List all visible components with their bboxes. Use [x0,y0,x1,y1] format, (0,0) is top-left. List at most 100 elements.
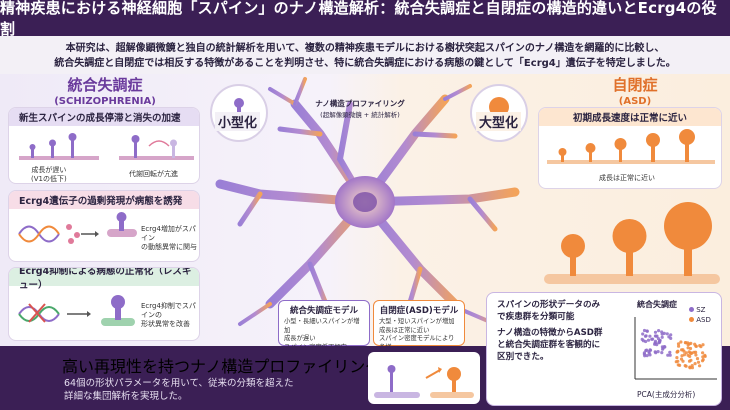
pca-point-sz [648,334,652,338]
pca-point-sz [660,335,664,339]
pca-point-asd [689,358,693,362]
pca-point-asd [696,360,701,364]
asd-model-line-2: 成長は正常に近い [379,326,430,334]
footer-line-1: 64個の形状パラメータを用いて、従来の分類を超えた [64,378,294,389]
asd-title: 自閉症 (ASD) [585,74,685,107]
pca-point-sz [647,350,651,354]
pca-point-asd [701,355,705,359]
pca-point-asd [701,343,705,347]
sz-ecrg4-caption-2: の動態異常に関与 [141,243,197,251]
pca-point-sz [668,353,672,357]
sz-growth-illustration [19,133,194,160]
footer-text: 64個の形状パラメータを用いて、従来の分類を超えた 詳細な集団解析を実現した。 [64,377,294,403]
pca-point-sz [660,351,664,355]
pca-point-sz [661,346,665,350]
pca-point-asd [686,341,690,345]
pca-point-asd [683,364,687,368]
pca-point-asd [678,363,682,367]
asd-large-spines [544,202,720,284]
pca-point-asd [693,362,697,366]
schizophrenia-title: 統合失調症 (SCHIZOPHRENIA) [20,74,190,107]
legend-asd: ASD [689,315,711,325]
sz-panel-rescue: Ecrg4抑制による病態の正常化（レスキュー） Ecrg4抑制でスパインの 形状… [8,267,200,341]
pca-point-sz [641,332,645,336]
pca-point-sz [666,353,670,357]
ecrg4-overexpression-illustration [18,212,137,244]
asd-title-en: (ASD) [618,96,652,107]
sz-model-box: 統合失調症モデル 小型・長細いスパインが増加 成長が遅い スパイン密度低下傾向 [278,300,370,351]
legend-sz: SZ [689,305,711,315]
pca-point-sz [643,354,647,358]
pca-point-sz [644,334,648,338]
pca-point-sz [665,332,669,336]
asd-panel-growth: 初期成長速度は正常に近い 成長は正常に近い [538,107,722,189]
pca-scatter [634,317,717,380]
intro-text: 本研究は、超解像顕微鏡と独自の統計解析を用いて、複数の精神疾患モデルにおける樹状… [12,41,718,71]
pca-point-asd [682,349,686,353]
asd-model-line-1: 大型・短いスパインが増加 [379,318,455,325]
pca-point-sz [668,350,672,354]
sz-rescue-caption: Ecrg4抑制でスパインの 形状異常を改善 [141,302,199,329]
pca-point-asd [677,344,681,348]
pca-point-asd [694,353,698,357]
asd-model-box: 自閉症(ASD)モデル 大型・短いスパインが増加 成長は正常に近い スパイン密度… [373,300,465,351]
sz-model-title: 統合失調症モデル [289,306,358,316]
rescue-illustration [18,295,135,326]
pca-point-sz [653,339,658,343]
sz-panel-growth: 新生スパインの成長停滞と消失の加速 成長が遅い (V1の低下) 代謝回転が亢進 [8,107,200,184]
pca-point-asd [688,366,692,370]
pca-point-sz [645,329,649,333]
pca-point-asd [695,357,700,361]
pca-point-asd [686,346,690,350]
pca-point-asd [675,356,679,360]
pca-point-asd [676,359,680,363]
shrink-label: 小型化 [215,112,261,131]
enlarge-label: 大型化 [476,112,522,131]
pca-plot-title: 統合失調症 [637,300,677,309]
pca-point-asd [680,354,684,358]
classification-line-5: 区別できた。 [497,352,549,362]
pca-point-sz [644,349,648,353]
sz-growth-caption-2: 代謝回転が亢進 [129,170,178,178]
pca-point-sz [656,350,660,354]
profiling-title: ナノ構造プロファイリング [315,99,405,108]
sz-ecrg4-caption: Ecrg4増加がスパイン の動態異常に関与 [141,225,199,252]
pca-point-asd [701,351,705,355]
pca-point-asd [681,359,685,363]
pca-point-asd [680,348,684,352]
intro-line-1: 本研究は、超解像顕微鏡と独自の統計解析を用いて、複数の精神疾患モデルにおける樹状… [65,43,665,54]
pca-point-asd [694,344,698,348]
profiling-subtitle: (超解像顕微鏡 + 統計解析) [320,111,400,119]
schizophrenia-title-ja: 統合失調症 [67,76,143,94]
sz-panel-growth-title: 新生スパインの成長停滞と消失の加速 [9,108,199,126]
classification-line-4: と統合失調症群を客観的に [497,340,601,350]
pca-point-sz [653,330,658,334]
pca-point-asd [692,350,696,354]
pca-point-sz [650,337,654,341]
pca-point-sz [645,354,649,358]
footer-illustration [368,352,480,404]
sz-rescue-caption-2: 形状異常を改善 [141,320,190,328]
pca-point-asd [676,342,681,346]
pca-xlabel: PCA(主成分分析) [637,390,696,399]
pca-point-asd [700,359,705,363]
pca-point-sz [640,337,644,341]
header-bar: 精神疾患における神経細胞「スパイン」のナノ構造解析：統合失調症と自閉症の構造的違… [0,0,730,38]
asd-growth-illustration [547,129,715,164]
pca-point-sz [662,331,666,335]
pca-point-asd [698,364,702,368]
footer-title: 高い再現性を持つナノ構造プロファイリング [62,357,382,376]
sz-model-line-1: 小型・長細いスパインが増加 [284,318,360,334]
classification-panel: スパインの形状データのみ で疾患群を分類可能 ナノ構造の特徴からASD群 と統合… [486,292,722,406]
footer-line-2: 詳細な集団解析を実現した。 [64,391,188,402]
pca-point-sz [654,351,658,355]
classification-line-3: ナノ構造の特徴からASD群 [497,328,603,338]
pca-point-asd [688,354,692,358]
pca-point-asd [690,366,694,370]
sz-ecrg4-caption-1: Ecrg4増加がスパイン [141,225,196,242]
asd-panel-growth-title: 初期成長速度は正常に近い [539,108,721,126]
pca-point-sz [667,335,671,339]
pca-point-asd [679,340,683,344]
sz-growth-caption-1: 成長が遅い (V1の低下) [31,166,67,183]
pca-legend: SZ ASD [689,305,711,325]
